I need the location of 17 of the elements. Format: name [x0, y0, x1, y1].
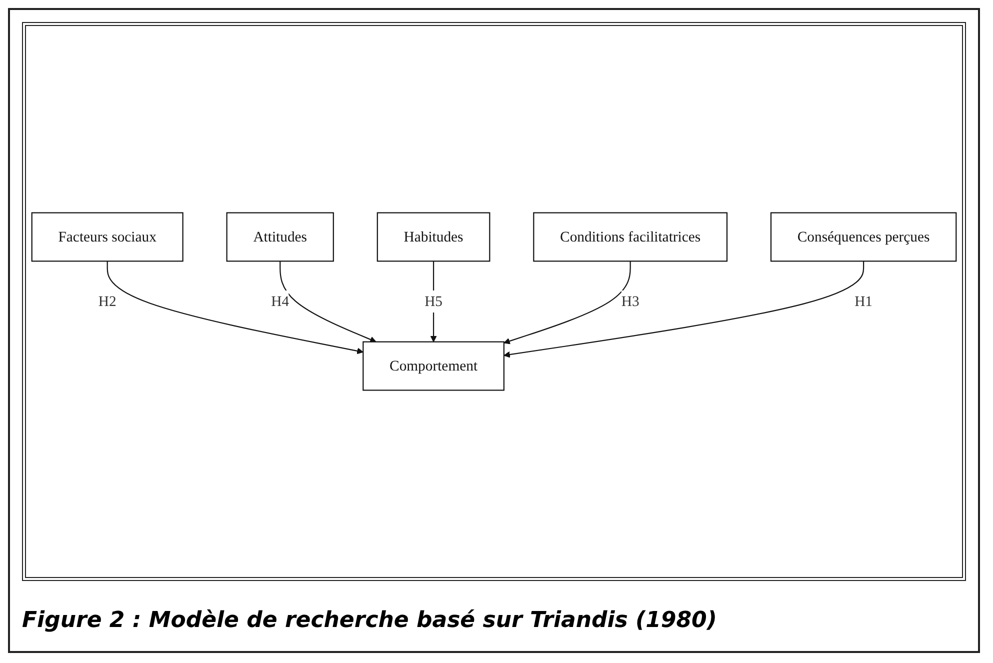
caption: Figure 2 : Modèle de recherche basé sur Triandis (1980) [22, 608, 717, 633]
edge-label: H1 [854, 293, 873, 310]
node-box [533, 212, 728, 262]
edge-label: H3 [621, 293, 640, 310]
node-box [770, 212, 957, 262]
node-box [226, 212, 334, 262]
node-box [31, 212, 184, 262]
edge-label: H2 [98, 293, 116, 310]
node-box [362, 341, 504, 391]
diagram-panel: H2 H4 H5 H3 H1 Facteurs sociaux Attitudes Habitudes Comportement Conditions facilitatrices Conséquences perçues [22, 22, 966, 581]
arrow [280, 261, 376, 343]
arrow [106, 261, 364, 354]
edge-label: H4 [271, 293, 290, 310]
arrow [504, 261, 631, 344]
node-box [376, 212, 490, 262]
edge-label: H5 [424, 293, 442, 310]
arrow [504, 261, 864, 358]
